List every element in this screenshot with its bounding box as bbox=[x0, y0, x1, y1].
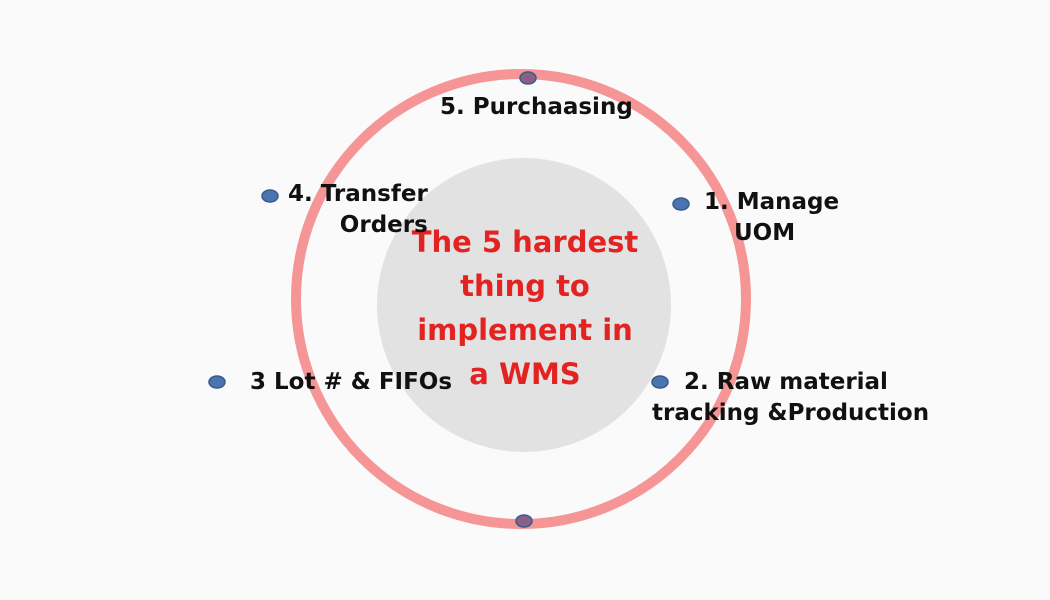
item-1-label: 1. Manage UOM bbox=[704, 187, 839, 249]
bullet-marker-item3 bbox=[208, 375, 226, 389]
item-1-line: 1. Manage bbox=[704, 189, 840, 215]
item-4-line: 4. Transfer bbox=[288, 181, 428, 207]
item-3-line: 3 Lot # & FIFOs bbox=[250, 369, 453, 395]
item-4-line: Orders bbox=[339, 212, 428, 238]
item-1-line: UOM bbox=[734, 220, 796, 246]
item-5-label: 5. Purchaasing bbox=[440, 92, 633, 123]
item-2-line: tracking &Production bbox=[652, 400, 930, 426]
item-3-label: 3 Lot # & FIFOs bbox=[250, 367, 452, 398]
center-title: The 5 hardest thing to implement in a WM… bbox=[380, 220, 670, 396]
center-title-line: implement in bbox=[417, 313, 633, 347]
center-title-line: thing to bbox=[460, 269, 590, 303]
ring-top-marker bbox=[519, 71, 537, 85]
bullet-marker-item2 bbox=[651, 375, 669, 389]
item-4-label: 4. Transfer Orders bbox=[288, 179, 428, 241]
item-2-label: 2. Raw material tracking &Production bbox=[652, 367, 929, 429]
center-title-line: The 5 hardest bbox=[411, 225, 639, 259]
center-disc bbox=[377, 158, 671, 452]
center-title-line: a WMS bbox=[469, 357, 581, 391]
item-5-line: 5. Purchaasing bbox=[440, 94, 633, 120]
item-2-line: 2. Raw material bbox=[684, 369, 888, 395]
bullet-marker-item1 bbox=[672, 197, 690, 211]
ring-bottom-marker bbox=[515, 514, 533, 528]
bullet-marker-item4 bbox=[261, 189, 279, 203]
